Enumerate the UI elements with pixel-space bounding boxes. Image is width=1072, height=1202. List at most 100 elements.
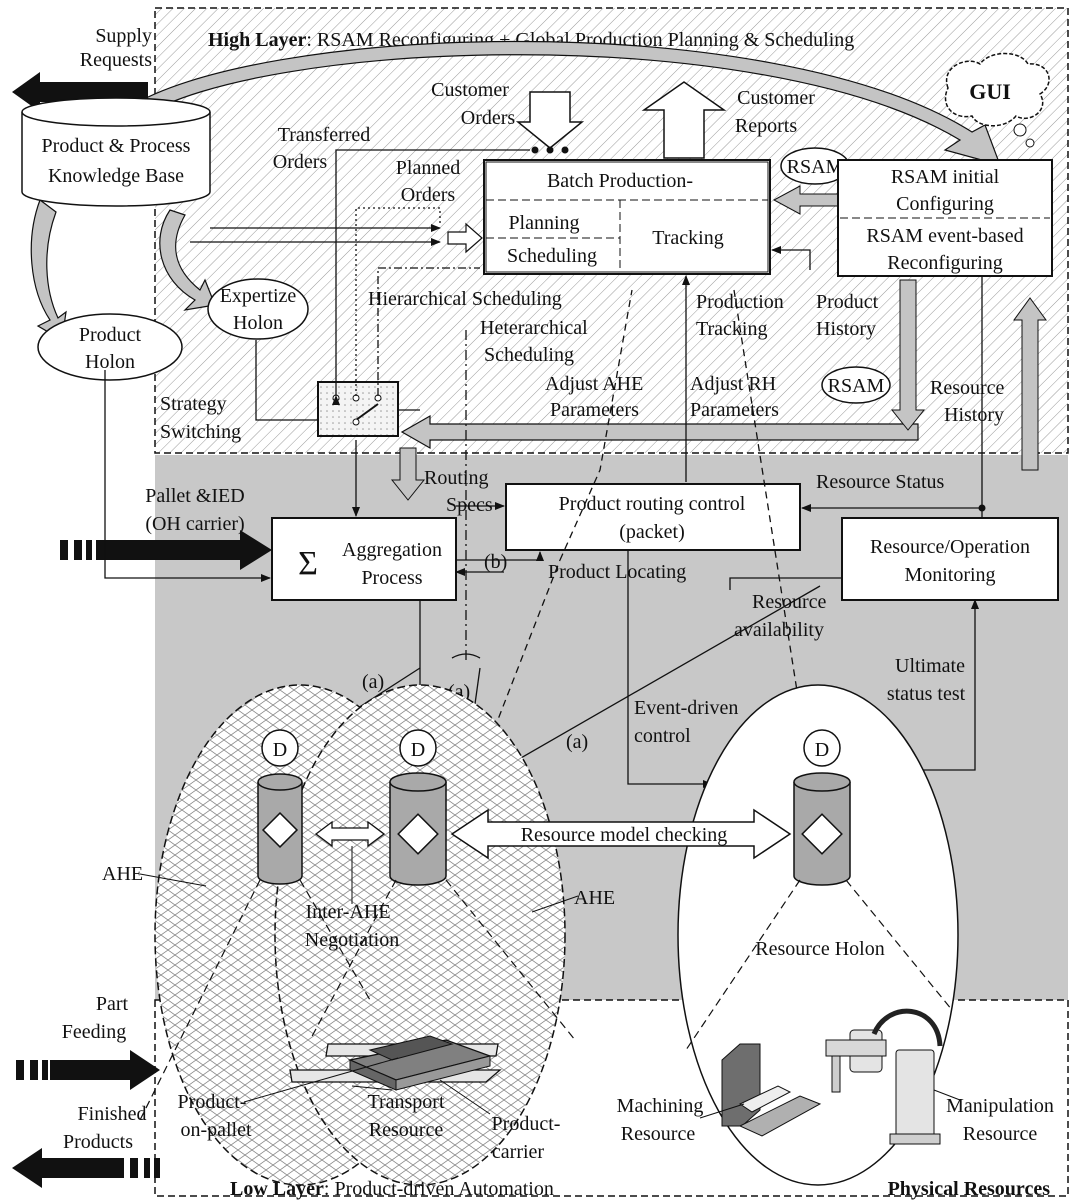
gui-cloud: GUI xyxy=(944,52,1050,148)
part-feeding-label-1: Part xyxy=(96,993,129,1015)
product-holon-label-2: Holon xyxy=(85,351,135,373)
rsam-to-batch-arrow xyxy=(772,185,839,215)
customer-reports-label-2: Reports xyxy=(735,115,797,137)
event-driven-label-2: control xyxy=(634,725,691,747)
product-holon-label-1: Product xyxy=(79,324,142,346)
event-driven-label-1: Event-driven xyxy=(634,697,738,719)
adjust-ahe-label-1: Adjust AHE xyxy=(545,373,643,395)
knowledge-base: Product & Process Knowledge Base xyxy=(21,97,211,207)
resource-availability-label-1: Resource xyxy=(752,591,827,613)
transport-label-2: Resource xyxy=(369,1119,444,1141)
transport-illustration xyxy=(289,1035,502,1091)
supply-label-2: Requests xyxy=(80,49,152,71)
resource-history-label-2: History xyxy=(944,404,1004,426)
resource-model-checking-arrow xyxy=(450,808,792,860)
adjust-rh-label-2: Parameters xyxy=(690,399,779,421)
rsam-mid-wide-arrow xyxy=(400,414,919,450)
machining-illustration xyxy=(721,1043,822,1137)
monitoring-label-2: Monitoring xyxy=(904,564,995,586)
kb-label-1: Product & Process xyxy=(42,135,191,157)
a-label-3: (a) xyxy=(566,731,588,753)
resource-status-label: Resource Status xyxy=(816,471,945,493)
expertize-label-2: Holon xyxy=(233,312,283,334)
pallet-input-arrow xyxy=(96,530,272,570)
ahe-left-db: D xyxy=(257,729,303,885)
ahe-label-left: AHE xyxy=(102,863,143,885)
manipulation-label-2: Resource xyxy=(963,1123,1038,1145)
ultimate-label-1: Ultimate xyxy=(895,655,965,677)
product-holon xyxy=(37,313,183,381)
inter-ahe-label-1: Inter-AHE xyxy=(305,901,390,923)
resource-holon-label: Resource Holon xyxy=(755,938,884,960)
rsam-badge-mid-label: RSAM xyxy=(828,375,885,397)
planned-orders-label-1: Planned xyxy=(396,157,460,179)
kb-label-2: Knowledge Base xyxy=(48,165,184,187)
routing-specs-label-1: Routing xyxy=(424,467,488,489)
pallet-label-2: (OH carrier) xyxy=(145,513,244,535)
svg-text:D: D xyxy=(411,739,425,761)
carrier-label-1: Product- xyxy=(492,1113,561,1135)
transport-label-1: Transport xyxy=(367,1091,444,1113)
heterarchical-label-2: Scheduling xyxy=(484,344,574,366)
machining-label-2: Resource xyxy=(621,1123,696,1145)
product-on-pallet-label-2: on-pallet xyxy=(180,1119,252,1141)
rsam-event-2: Reconfiguring xyxy=(887,252,1003,274)
ahe-ellipse-right xyxy=(274,684,566,1186)
aggregation-label-1: Aggregation xyxy=(342,539,442,561)
batch-scheduling: Scheduling xyxy=(507,245,597,267)
rsam-initial-1: RSAM initial xyxy=(891,166,1000,188)
aggregation-label-2: Process xyxy=(361,567,422,589)
svg-text:D: D xyxy=(815,739,829,761)
transferred-orders-label-1: Transferred xyxy=(278,124,371,146)
finished-products-label-1: Finished xyxy=(78,1103,147,1125)
batch-title: Batch Production- xyxy=(547,170,693,192)
resource-history-label-1: Resource xyxy=(930,377,1005,399)
adjust-ahe-label-2: Parameters xyxy=(550,399,639,421)
physical-resources-title: Physical Resources xyxy=(888,1178,1051,1200)
low-layer-title: Low Layer: Product-driven Automation xyxy=(230,1178,554,1200)
rsam-badge-mid xyxy=(821,366,891,404)
monitoring-box: Resource/Operation Monitoring xyxy=(841,517,1059,601)
pallet-label-1: Pallet &IED xyxy=(145,485,244,507)
rsam-event-1: RSAM event-based xyxy=(866,225,1023,247)
scheduling-input-arrow xyxy=(447,222,483,254)
batch-tracking: Tracking xyxy=(652,227,723,249)
routing-control-box: Product routing control (packet) xyxy=(505,483,801,551)
customer-orders-label-1: Customer xyxy=(431,79,509,101)
strategy-label-2: Switching xyxy=(160,421,241,443)
machining-label-1: Machining xyxy=(617,1095,704,1117)
batch-production-box: Batch Production- Planning Scheduling Tr… xyxy=(483,159,771,275)
rsam-config-box: RSAM initial Configuring RSAM event-base… xyxy=(837,159,1053,277)
expertize-label-1: Expertize xyxy=(220,285,297,307)
planned-orders-label-2: Orders xyxy=(401,184,456,206)
a-label-1: (a) xyxy=(362,671,384,693)
supply-label-1: Supply xyxy=(95,25,152,47)
kb-to-product-holon-curved-arrow xyxy=(30,199,67,341)
customer-orders-arrow xyxy=(515,91,585,149)
manipulation-label-1: Manipulation xyxy=(946,1095,1054,1117)
expertize-holon xyxy=(207,278,309,340)
hierarchical-scheduling-label: Hierarchical Scheduling xyxy=(368,288,562,310)
routing-label-1: Product routing control xyxy=(559,493,746,515)
gui-label: GUI xyxy=(969,79,1011,104)
switch-to-aggregation-arrow xyxy=(390,447,426,501)
product-locating-label: Product Locating xyxy=(548,561,686,583)
aggregation-box: Σ Aggregation Process xyxy=(271,517,457,601)
batch-planning: Planning xyxy=(508,212,579,234)
resource-holon-db: D xyxy=(793,729,851,886)
adjust-rh-label-1: Adjust RH xyxy=(690,373,776,395)
inter-ahe-label-2: Negotiation xyxy=(305,929,399,951)
routing-label-2: (packet) xyxy=(619,521,685,543)
transferred-orders-label-2: Orders xyxy=(273,151,328,173)
product-on-pallet-label-1: Product- xyxy=(178,1091,247,1113)
ahe-label-right: AHE xyxy=(574,887,615,909)
customer-reports-arrow xyxy=(641,81,727,159)
customer-reports-label-1: Customer xyxy=(737,87,815,109)
product-history-label-2: History xyxy=(816,318,876,340)
resource-availability-label-2: availability xyxy=(734,619,824,641)
sigma-symbol: Σ xyxy=(298,545,318,582)
rsam-down-arrow xyxy=(890,279,926,431)
production-tracking-label-1: Production xyxy=(696,291,784,313)
b-label: (b) xyxy=(484,551,507,573)
